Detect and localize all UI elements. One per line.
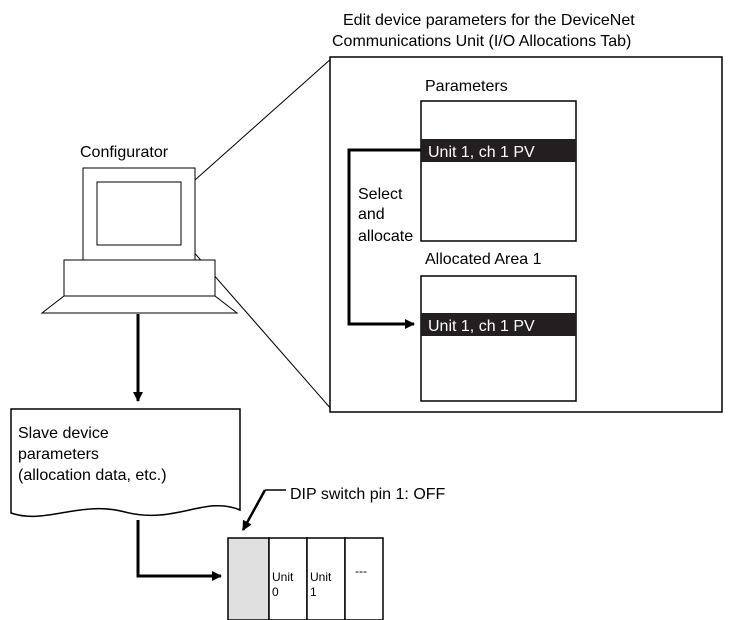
select-note-line-3: allocate	[358, 228, 413, 245]
computer-icon	[40, 167, 239, 314]
rack-slot-label: Unit	[310, 570, 332, 584]
rack-slot-label: ---	[355, 564, 367, 578]
keyboard	[40, 295, 239, 314]
slave-doc-line-3: (allocation data, etc.)	[18, 467, 167, 484]
parameters-window	[420, 100, 577, 242]
rack-slot-unit-0	[268, 537, 308, 620]
parameters-title: Parameters	[425, 78, 508, 95]
rack-slot-label: 1	[310, 585, 317, 599]
zoom-line-top	[176, 57, 333, 197]
computer-base	[63, 259, 216, 297]
slave-doc-line-1: Slave device	[18, 425, 109, 442]
configurator-label: Configurator	[80, 144, 169, 161]
select-note-line-1: Select	[358, 186, 403, 203]
allocated-title: Allocated Area 1	[425, 251, 542, 268]
doc-to-unit-arrow	[136, 520, 222, 581]
dip-switch-label: DIP switch pin 1: OFF	[290, 486, 446, 503]
rack-slot-more	[344, 537, 384, 620]
slave-parameters-document	[10, 408, 241, 518]
select-note-line-2: and	[358, 206, 385, 223]
rack-slot-label: 0	[272, 585, 279, 599]
communications-unit	[227, 537, 270, 620]
allocated-item: Unit 1, ch 1 PV	[428, 318, 535, 335]
monitor-screen	[96, 181, 182, 246]
allocate-arrow	[347, 148, 421, 329]
parameters-selected-item: Unit 1, ch 1 PV	[428, 144, 535, 161]
rack-slot-label: Unit	[272, 570, 294, 584]
slave-doc-line-2: parameters	[18, 446, 99, 463]
allocated-row[interactable]	[421, 313, 576, 336]
header-line-2: Communications Unit (I/O Allocations Tab…	[332, 33, 631, 50]
allocated-window	[420, 275, 577, 402]
dip-switch-arrow	[241, 489, 267, 531]
parameters-selected-row[interactable]	[421, 139, 576, 162]
header-line-1: Edit device parameters for the DeviceNet	[343, 12, 635, 29]
plc-rack: Unit 0 Unit 1 ---	[227, 537, 384, 620]
